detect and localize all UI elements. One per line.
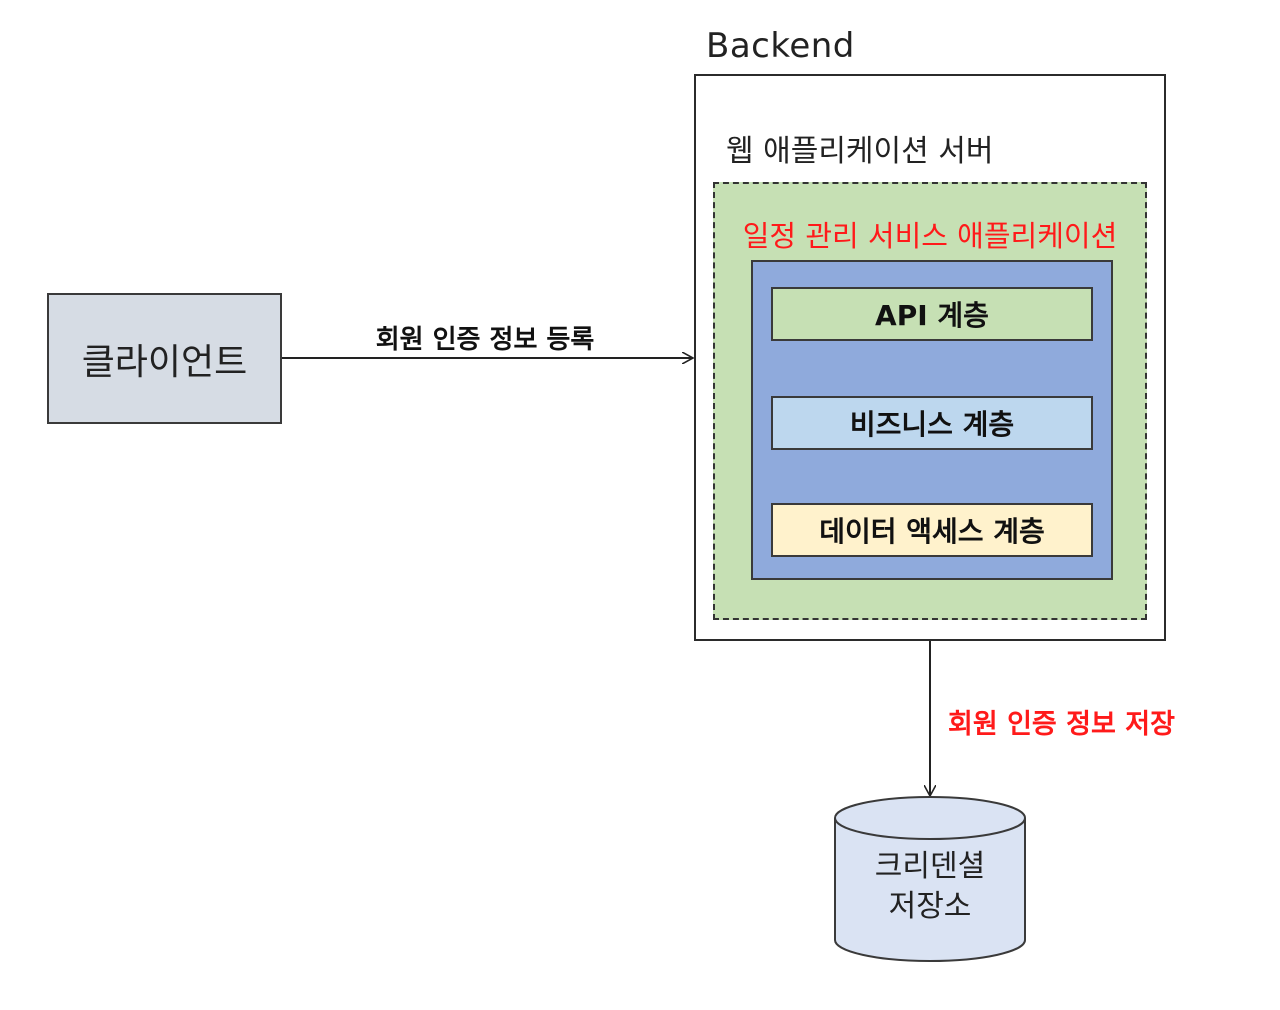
- web-app-server-label: 웹 애플리케이션 서버: [726, 134, 994, 169]
- client-label: 클라이언트: [81, 341, 248, 383]
- credential-store-label: 크리덴셜 저장소: [835, 847, 1025, 927]
- api-layer: API 계층: [771, 287, 1093, 341]
- backend-title: Backend: [706, 26, 855, 66]
- credential-store-cylinder: [834, 796, 1026, 962]
- business-layer: 비즈니스 계층: [771, 396, 1093, 450]
- business-layer-label: 비즈니스 계층: [849, 408, 1015, 441]
- client-box: 클라이언트: [47, 293, 282, 424]
- schedule-service-app-label: 일정 관리 서비스 애플리케이션: [742, 219, 1118, 253]
- store-credentials-label: 회원 인증 정보 저장: [948, 709, 1175, 740]
- register-credentials-label: 회원 인증 정보 등록: [375, 325, 595, 355]
- data-access-layer: 데이터 액세스 계층: [771, 503, 1093, 557]
- api-layer-label: API 계층: [875, 299, 989, 332]
- credential-store-line2: 저장소: [888, 889, 972, 924]
- data-access-layer-label: 데이터 액세스 계층: [819, 515, 1045, 548]
- credential-store-line1: 크리덴셜: [874, 849, 986, 884]
